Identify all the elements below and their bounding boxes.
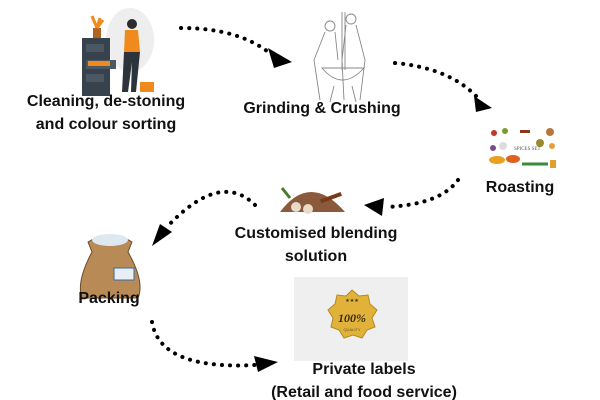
step-label-cleaning: Cleaning, de-stoning and colour sorting [27,90,185,136]
spices-set-text: SPICES SET [514,147,541,152]
step-label-packing: Packing [78,287,139,310]
label-line: solution [284,248,348,265]
arrow-roasting-to-blending [383,178,460,209]
label-line: Cleaning, de-stoning [26,93,186,110]
arrow-grinding-to-roasting [393,61,480,100]
quality-badge-icon: 100% QUALITY ★★★ [294,277,408,361]
label-line: (Retail and food service) [271,384,457,400]
arrowhead-5 [254,356,278,372]
badge-quality-text: QUALITY [343,327,360,332]
badge-stars: ★★★ [345,298,359,304]
arrow-cleaning-to-grinding [179,26,274,57]
sack-icon [79,234,141,299]
step-label-grinding: Grinding & Crushing [243,97,400,120]
worker-filing-cabinet-icon [82,8,154,96]
arrowhead-1 [268,48,292,68]
arrowhead-4 [152,224,172,246]
badge-percent-text: 100% [338,311,366,325]
step-label-roasting: Roasting [486,176,554,199]
label-line: Private labels [312,361,416,378]
label-line: Roasting [485,179,555,196]
spices-set-icon: SPICES SET [489,128,556,168]
arrow-blending-to-packing [164,189,257,230]
label-line: Grinding & Crushing [243,100,401,117]
label-line: and colour sorting [35,116,177,133]
mortar-pestle-sketch-icon [313,12,366,103]
label-line: Packing [78,290,140,307]
step-label-private: Private labels (Retail and food service) [271,358,457,400]
arrow-packing-to-private [150,320,257,368]
arrowhead-3 [364,198,384,216]
step-label-blending: Customised blending solution [235,222,398,268]
label-line: Customised blending [234,225,398,242]
spice-pile-icon [280,187,345,214]
arrowhead-2 [474,96,492,112]
